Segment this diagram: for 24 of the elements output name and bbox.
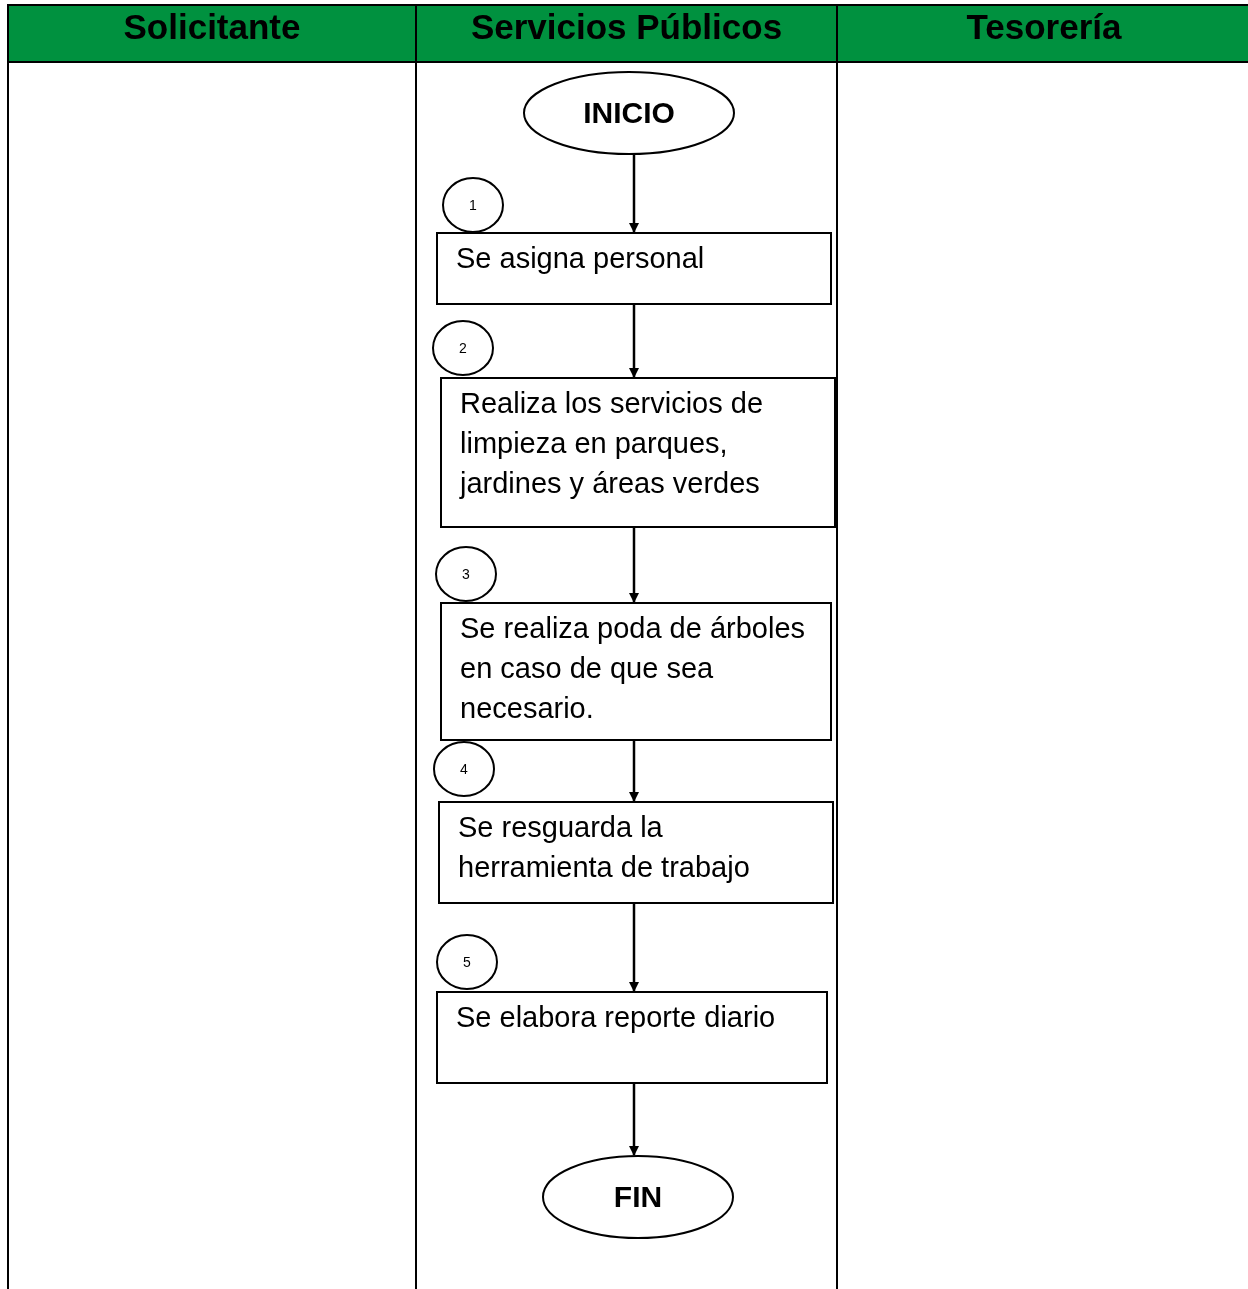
swimlane: [415, 4, 836, 1289]
process-box: Se resguarda la herramienta de trabajo: [438, 801, 834, 904]
arrow: [629, 1084, 639, 1156]
swimlane: [7, 4, 415, 1289]
arrow: [629, 741, 639, 802]
arrow: [629, 528, 639, 603]
swimlane: [836, 4, 1248, 1289]
process-box: Se realiza poda de árboles en caso de que sea necesario.: [440, 602, 832, 741]
arrow: [629, 904, 639, 992]
terminator-ellipse: INICIO: [523, 71, 735, 155]
step-number-circle: 4: [433, 741, 495, 797]
process-box: Realiza los servicios de limpieza en parques, jardines y áreas verdes: [440, 377, 836, 528]
arrow: [629, 305, 639, 378]
process-box: Se elabora reporte diario: [436, 991, 828, 1084]
step-number-circle: 3: [435, 546, 497, 602]
terminator-ellipse: FIN: [542, 1155, 734, 1239]
step-number-circle: 1: [442, 177, 504, 233]
lane-header: Solicitante: [9, 4, 415, 63]
arrow: [629, 155, 639, 233]
step-number-circle: 2: [432, 320, 494, 376]
step-number-circle: 5: [436, 934, 498, 990]
lane-header: Tesorería: [838, 4, 1248, 63]
process-box: Se asigna personal: [436, 232, 832, 305]
lane-header: Servicios Públicos: [417, 4, 836, 63]
